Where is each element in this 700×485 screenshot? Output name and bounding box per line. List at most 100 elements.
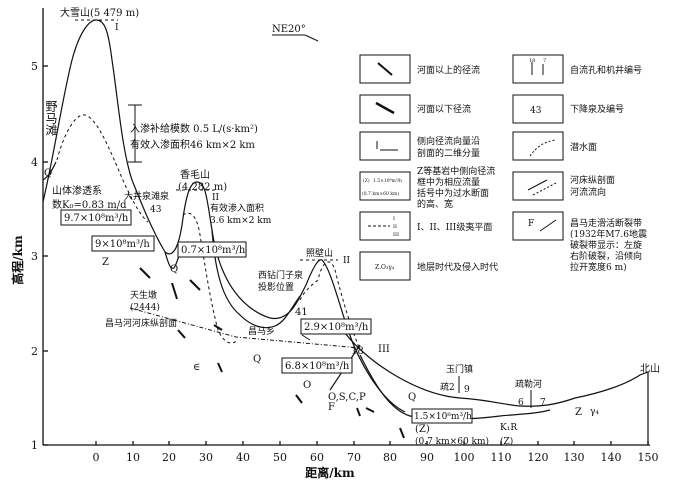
- peak-daxueshan: 大雪山(5 479 m): [60, 6, 139, 19]
- fault-f: F: [328, 402, 335, 413]
- arrow-icon: [139, 267, 151, 279]
- recharge-modulus: 入渗补给模数 0.5 L/(s·km²): [130, 122, 258, 135]
- well-shu2: 疏2: [440, 381, 455, 393]
- x-tick: 140: [601, 451, 622, 464]
- legend-label: 侧向径流向量沿: [417, 135, 480, 147]
- stratum-z-paren-2: (Z): [500, 436, 513, 447]
- flow-box: 2.9×10⁸m³/h: [304, 322, 369, 333]
- legend-label: 地层时代及侵入时代: [417, 261, 498, 273]
- well-6: 6: [518, 398, 524, 408]
- x-tick: 50: [273, 451, 287, 464]
- arrow-icon: [171, 282, 178, 300]
- stratum-q: Q: [44, 168, 52, 179]
- x-tick: 20: [162, 451, 176, 464]
- legend-terrace-ii: II: [393, 224, 397, 230]
- x-tick: 150: [638, 451, 659, 464]
- legend-label: 河床纵剖面: [570, 174, 615, 186]
- riverbed-profile-label: 昌马河河床纵剖面: [105, 317, 177, 329]
- y-axis-label: 高程/km: [10, 235, 25, 285]
- profile-labels: 大雪山(5 479 m) I NE20° 野马滩 Q 入渗补给模数 0.5 L/…: [44, 6, 660, 447]
- terrace-I: I: [115, 23, 119, 33]
- stratum-oscp: O,S,C,P: [328, 392, 366, 403]
- legend-label: 潜水面: [570, 141, 597, 153]
- permeability-1: 山体渗透系: [52, 184, 102, 197]
- y-tick: 4: [31, 156, 38, 169]
- water-table: [56, 19, 361, 351]
- y-tick: 2: [31, 345, 38, 358]
- legend-label: 剖面的二维分量: [417, 147, 480, 159]
- arrow-icon: [177, 329, 186, 339]
- arrow-icon: [399, 427, 405, 439]
- place-yematan: 野马滩: [44, 100, 58, 136]
- flow-box: 1.5×10⁸m³/h: [414, 412, 472, 422]
- stratum-cambrian: ∈: [193, 362, 200, 373]
- x-axis-label: 距离/km: [305, 465, 355, 480]
- spring-41: 41: [295, 307, 308, 318]
- legend-label: 河面以下径流: [417, 103, 471, 115]
- legend-well-18: 18: [529, 58, 535, 64]
- legend-label: (1932年M7.6地震: [570, 228, 647, 240]
- legend-label: I、II、III级夷平面: [417, 221, 492, 233]
- legend-label: 昌马走滑活断裂带: [570, 217, 642, 229]
- legend-label: 破裂带显示：左旋: [570, 239, 642, 251]
- legend-spring-43: 43: [530, 106, 542, 116]
- stratum-q: Q: [408, 392, 416, 403]
- place-shulehe: 疏勒河: [515, 378, 542, 390]
- arrow-icon: [213, 324, 223, 331]
- legend-label: 拉开宽度6 m): [570, 261, 627, 273]
- legend-box-z: (Z): [363, 177, 370, 184]
- x-tick: 130: [564, 451, 585, 464]
- arrow-icon: [189, 279, 201, 291]
- terrace-II: II: [212, 193, 220, 203]
- place-dajingquan: 大井泉滩泉: [124, 190, 169, 202]
- place-xizuanmenzi: 西钻门子泉: [258, 269, 303, 281]
- legend-label: 河流流向: [570, 186, 606, 198]
- terrain-profile: [42, 19, 649, 445]
- place-tianshengdun-elev: (2444): [130, 302, 160, 313]
- legend-label: 自流孔和机井编号: [570, 64, 642, 76]
- arrow-icon: [295, 394, 303, 404]
- terrace-III: III: [378, 344, 390, 355]
- x-tick-labels: 0 10 20 30 40 50 60 70 80 90 100 110 120…: [93, 451, 659, 464]
- legend-label: 河面以上的径流: [417, 64, 480, 76]
- legend-terrace-iii: III: [393, 232, 399, 238]
- peak-zhaobishan: 照壁山: [306, 247, 333, 259]
- arrow-icon: [356, 407, 361, 417]
- legend-well-7: 7: [543, 58, 546, 64]
- x-tick: 80: [383, 451, 397, 464]
- y-tick-labels: 1 2 3 4 5: [31, 60, 38, 452]
- legend-label: 框中为相应流量: [417, 176, 480, 188]
- arrow-icon: [365, 407, 375, 413]
- legend-label: 右阶破裂，沿倾向: [570, 250, 642, 262]
- flow-box: 9×10⁸m³/h: [95, 239, 150, 250]
- changma-basin: [211, 229, 301, 329]
- legend-box-flow: 1.5×10⁸m³/h: [373, 178, 402, 184]
- peak-xiangmaoshan: 香毛山: [180, 169, 210, 181]
- peak-beishan: 北山: [640, 363, 660, 375]
- permeability-2: 数K₀=0.83 m/d: [52, 198, 127, 211]
- stratum-gamma: γ₄: [590, 407, 599, 417]
- orientation-label: NE20°: [272, 24, 306, 35]
- x-tick: 40: [236, 451, 250, 464]
- place-yumenzhen: 玉门镇: [446, 363, 473, 375]
- x-tick: 120: [528, 451, 549, 464]
- well-7: 7: [540, 398, 546, 408]
- legend: 18 7 43 (Z) 1.5×10⁸m³/h (0.7 km×60 km) I…: [359, 54, 647, 281]
- legend-label: 的高、宽: [417, 198, 453, 210]
- legend-terrace-i: I: [393, 216, 395, 222]
- spring-43: 43: [150, 205, 162, 215]
- x-tick: 0: [93, 451, 100, 464]
- legend-label: Z等基岩中侧向径流: [417, 165, 495, 177]
- legend-box-dim: (0.7 km×60 km): [362, 190, 399, 197]
- flow-box: 6.8×10⁸m³/h: [285, 361, 350, 372]
- stratum-q: Q: [253, 354, 261, 365]
- legend-strata-code: Z.O₃γ₄: [375, 264, 395, 271]
- x-tick: 60: [310, 451, 324, 464]
- legend-label: 括号中为过水断面: [417, 187, 489, 199]
- terrace-II-b: II: [343, 256, 351, 266]
- well-9: 9: [464, 385, 470, 395]
- legend-fault-f: F: [528, 219, 534, 229]
- place-changmaxiang: 昌马乡: [248, 326, 275, 337]
